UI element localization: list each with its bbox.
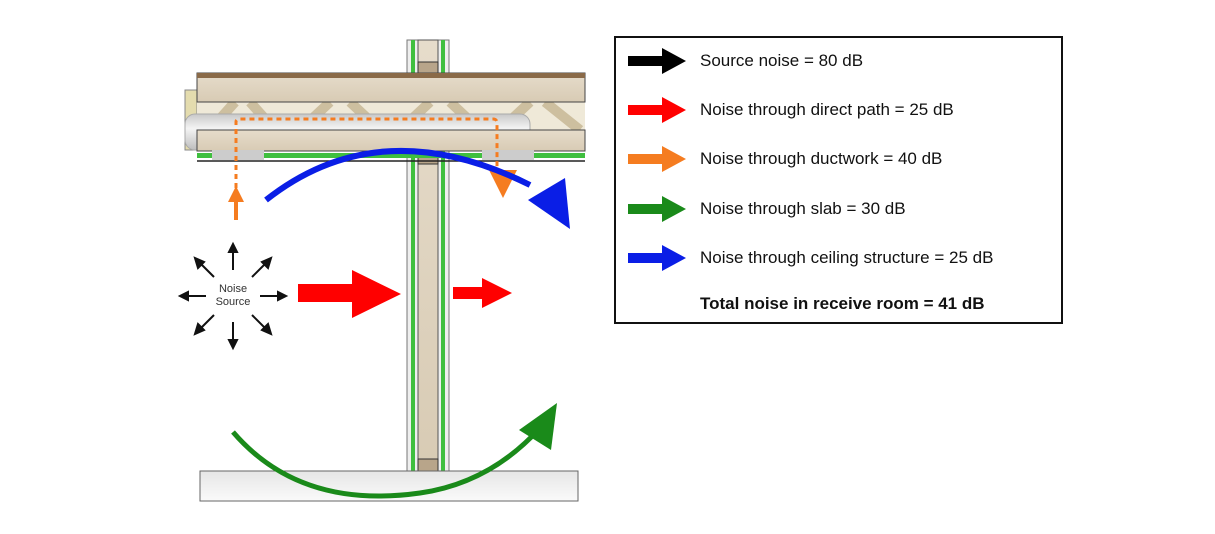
red-arrow-icon (628, 97, 686, 123)
ceiling-structure-path-arrow (264, 147, 570, 229)
slab-path-arrow (231, 403, 557, 499)
noise-source-label: Noise Source (215, 283, 251, 308)
legend: Source noise = 80 dB Noise through direc… (614, 36, 1063, 324)
legend-item-source: Source noise = 80 dB (628, 46, 863, 76)
black-arrow-icon (628, 48, 686, 74)
orange-arrow-icon (628, 146, 686, 172)
noise-source-arrows (177, 241, 289, 351)
legend-item-direct: Noise through direct path = 25 dB (628, 95, 954, 125)
floor-ceiling-assembly (184, 72, 586, 162)
legend-total: Total noise in receive room = 41 dB (700, 294, 985, 313)
legend-label: Noise through slab = 30 dB (700, 199, 906, 218)
green-arrow-icon (628, 196, 686, 222)
blue-arrow-icon (628, 245, 686, 271)
legend-label: Noise through ceiling structure = 25 dB (700, 248, 994, 267)
legend-label: Noise through ductwork = 40 dB (700, 149, 943, 168)
legend-item-slab: Noise through slab = 30 dB (628, 194, 906, 224)
legend-item-ductwork: Noise through ductwork = 40 dB (628, 144, 942, 174)
legend-item-ceiling: Noise through ceiling structure = 25 dB (628, 243, 993, 273)
legend-label: Noise through direct path = 25 dB (700, 100, 954, 119)
legend-label: Source noise = 80 dB (700, 51, 864, 70)
direct-path-arrow (298, 270, 512, 318)
